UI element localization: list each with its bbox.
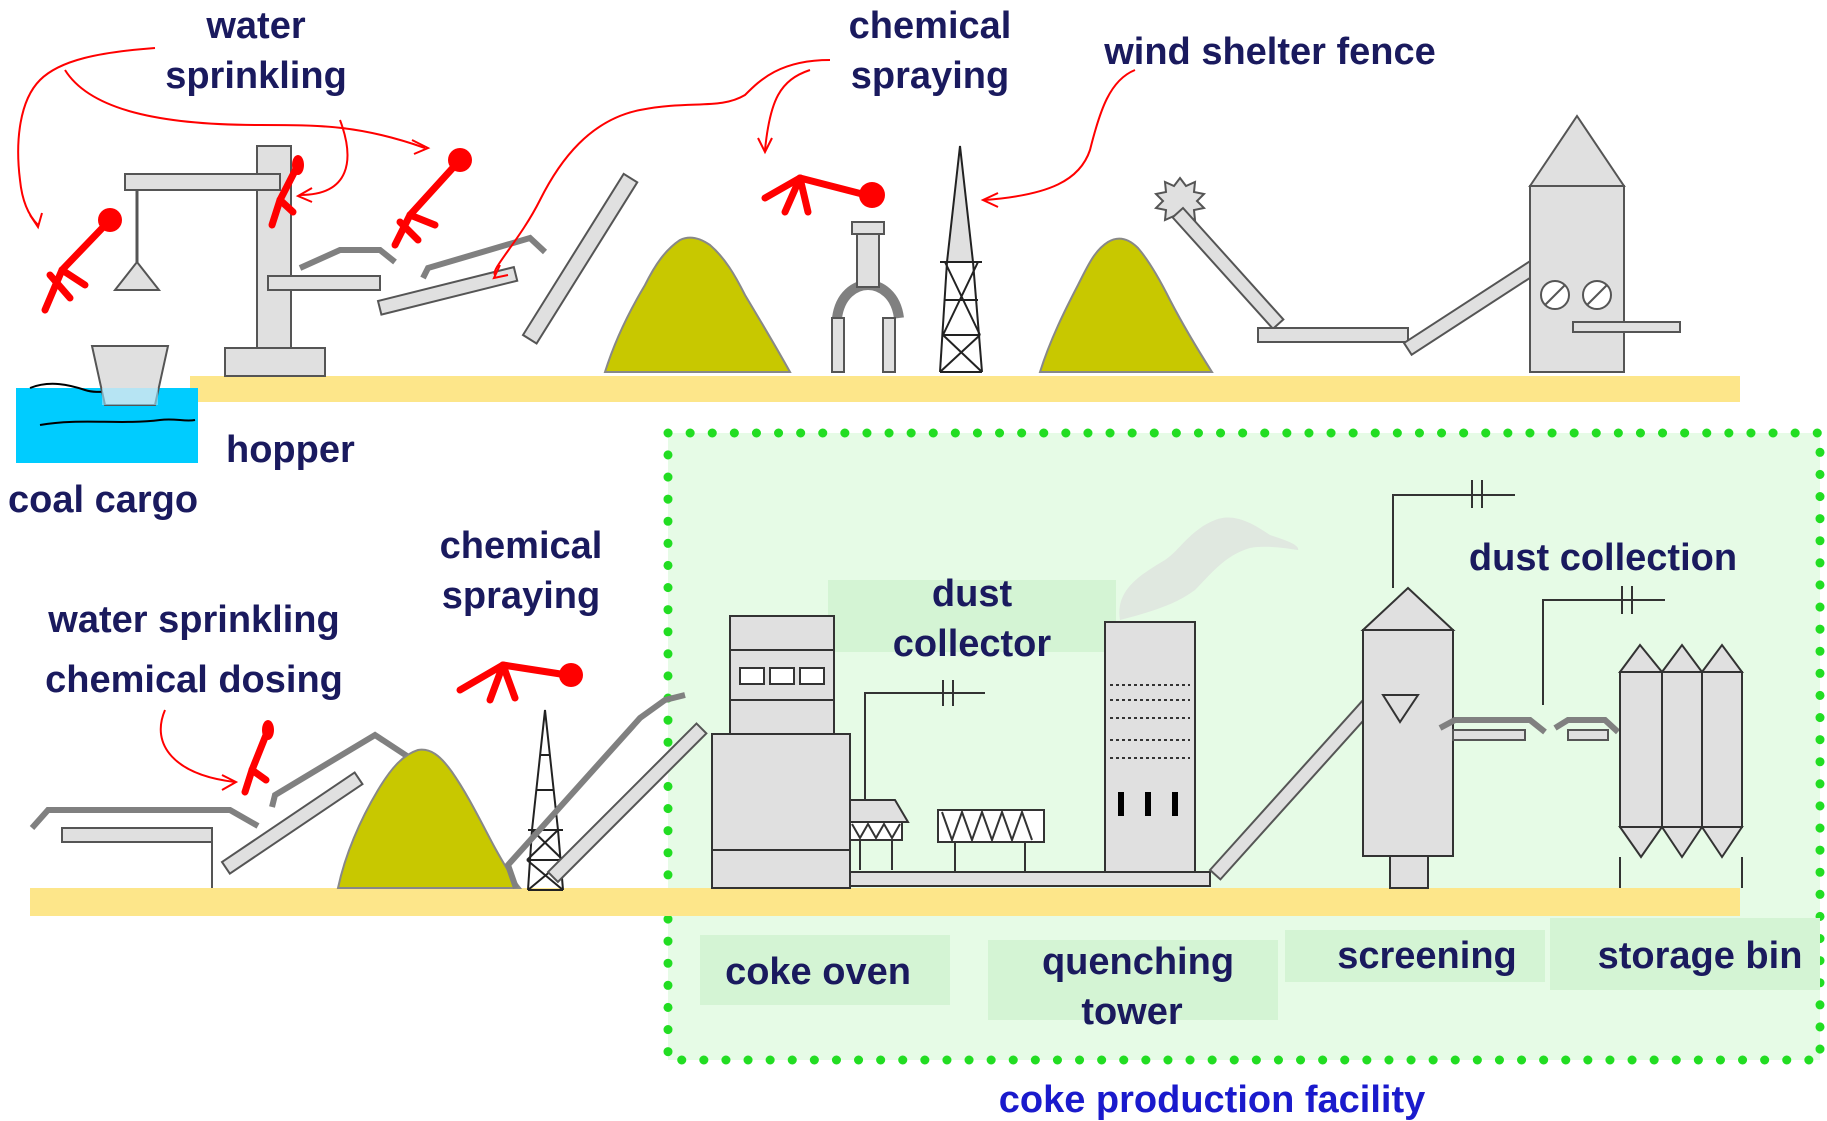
label-coke-production-facility: coke production facility bbox=[999, 1079, 1426, 1121]
label-dust-line1: dust bbox=[932, 573, 1013, 615]
hopper-water bbox=[102, 388, 158, 405]
sprayer-heads-bottom bbox=[262, 663, 583, 740]
label-sprinkling-top-line2: sprinkling bbox=[165, 55, 347, 97]
label-coke-oven: coke oven bbox=[725, 951, 911, 993]
coal-pile-bottom bbox=[336, 748, 523, 889]
label-spraying-top-line2: spraying bbox=[851, 55, 1009, 97]
annotation-arrow-bottom bbox=[159, 709, 239, 791]
lattice-tower-top bbox=[939, 145, 983, 373]
sprayer-heads-top bbox=[98, 148, 885, 232]
label-chemical-bottom-line1: chemical bbox=[440, 525, 603, 567]
storage-bin-unit bbox=[1542, 586, 1744, 888]
unloader-crane bbox=[112, 145, 381, 377]
ground-bottom bbox=[30, 888, 1740, 916]
mid-conveyors bbox=[1438, 717, 1621, 741]
ground-top bbox=[190, 376, 1740, 402]
screening-unit bbox=[1360, 480, 1515, 889]
label-wind-shelter-fence: wind shelter fence bbox=[1103, 31, 1436, 73]
coal-pile-top-2 bbox=[1038, 237, 1214, 373]
label-collector-line2: collector bbox=[893, 623, 1052, 665]
coal-cargo bbox=[16, 382, 198, 463]
top-conveyors bbox=[298, 172, 639, 345]
label-storage-bin: storage bin bbox=[1598, 935, 1803, 977]
label-screening: screening bbox=[1337, 935, 1517, 977]
label-dust-collection: dust collection bbox=[1469, 537, 1737, 579]
top-right-equipment bbox=[1257, 114, 1681, 373]
reclaimer bbox=[1153, 176, 1285, 331]
feed-conveyors bbox=[504, 692, 708, 889]
coke-cars bbox=[849, 799, 1211, 887]
quenching-tower-unit bbox=[1104, 621, 1196, 873]
label-quenching-line1: quenching bbox=[1042, 941, 1234, 983]
bottom-left-conveyors bbox=[29, 731, 412, 888]
label-hopper: hopper bbox=[226, 429, 355, 471]
label-tower-line2: tower bbox=[1081, 991, 1183, 1033]
labels: water sprinkling chemical spraying wind … bbox=[8, 5, 1802, 1033]
label-coal-cargo: coal cargo bbox=[8, 479, 198, 521]
label-chemical-top-line1: chemical bbox=[849, 5, 1012, 47]
coke-oven-unit bbox=[711, 615, 851, 889]
coal-pile-top-1 bbox=[603, 236, 792, 373]
label-chemical-dosing: chemical dosing bbox=[45, 659, 343, 701]
annotation-arrows-top bbox=[17, 47, 1136, 280]
stacker-reclaimer bbox=[831, 221, 904, 373]
dust-collector-pipe bbox=[864, 680, 985, 805]
facility-label-backgrounds bbox=[700, 580, 1820, 1020]
quench-smoke bbox=[1119, 517, 1299, 620]
label-water-top-line1: water bbox=[205, 5, 305, 47]
sprayers-top bbox=[41, 156, 870, 314]
label-spraying-bottom-line2: spraying bbox=[442, 575, 600, 617]
label-water-sprinkling-bottom: water sprinkling bbox=[47, 599, 339, 641]
